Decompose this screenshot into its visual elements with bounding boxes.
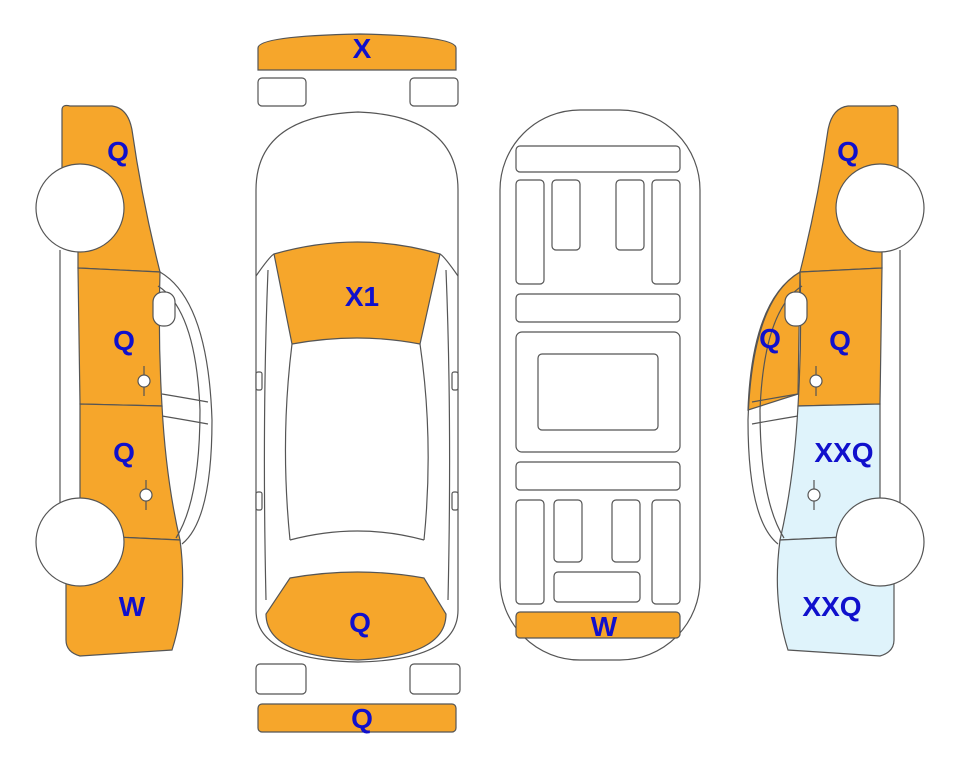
front-bumper-panel [257,33,457,71]
left-front-wheel [35,163,125,253]
right-front-fender-label: Q [837,136,859,167]
right-side-view: Q Q Q XXQ XXQ [747,104,925,657]
underbody-view: W [499,109,701,661]
hood-label: X1 [345,281,379,312]
right-rear-quarter-label: XXQ [802,591,861,622]
left-side-view: Q Q Q W [35,104,213,657]
left-front-door-label: Q [113,325,135,356]
left-rear-wheel [35,497,125,587]
rear-deck-panel [265,571,447,661]
left-rear-quarter-label: W [119,591,146,622]
underbody-rear-panel [515,611,681,639]
right-front-wheel [835,163,925,253]
right-rear-wheel [835,497,925,587]
right-a-pillar-label: Q [759,323,781,354]
underbody-rear-label: W [591,611,618,642]
rear-bumper-label: Q [351,703,373,734]
rear-bumper-panel [257,703,457,733]
left-front-fender-label: Q [107,136,129,167]
left-rear-door-label: Q [113,437,135,468]
rear-deck-label: Q [349,607,371,638]
right-front-door-label: Q [829,325,851,356]
top-view: X X1 Q Q [255,33,461,734]
front-bumper-label: X [353,33,372,64]
right-rear-door-label: XXQ [814,437,873,468]
